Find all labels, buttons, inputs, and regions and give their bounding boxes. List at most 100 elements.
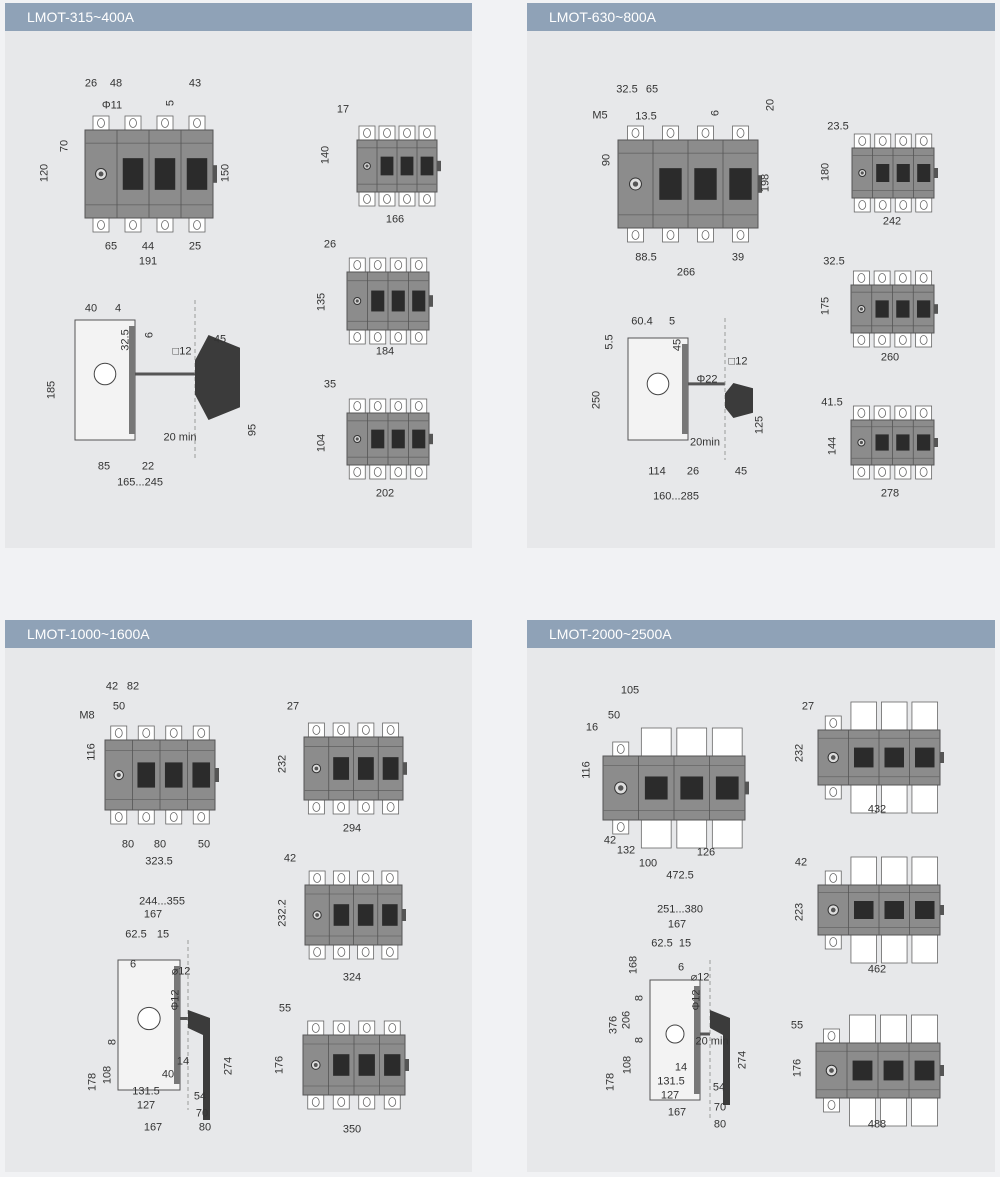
terminal-block <box>881 934 908 964</box>
terminal-block <box>911 856 938 886</box>
terminal-hole <box>878 467 887 477</box>
terminal-block <box>850 934 877 964</box>
dimension-label: 20 min <box>695 1035 729 1048</box>
switch-front-view <box>817 856 944 964</box>
dimension-label: 45 <box>734 465 748 478</box>
dimension-label: 176 <box>273 1055 286 1075</box>
terminal-hole <box>197 812 206 822</box>
terminal-hole <box>414 467 423 477</box>
dimension-label: 104 <box>315 433 328 453</box>
terminal-hole <box>919 408 928 418</box>
dimension-label: 167 <box>143 1121 163 1134</box>
side-tab <box>940 1065 944 1076</box>
dimension-label: 185 <box>45 380 58 400</box>
dimension-label: 70 <box>195 1107 209 1120</box>
dimension-label: Φ22 <box>696 373 718 386</box>
dimension-label: 232.2 <box>276 899 289 927</box>
terminal-hole <box>403 194 411 204</box>
dimension-label: 17 <box>336 103 350 116</box>
dimension-label: 167 <box>667 918 687 931</box>
dimension-label: 42 <box>603 834 617 847</box>
dimension-label: 126 <box>696 846 716 859</box>
dimension-label: 324 <box>342 971 362 984</box>
knob-center <box>830 907 836 913</box>
terminal-hole <box>736 230 745 240</box>
pole-window <box>371 429 385 449</box>
dimension-label: 42 <box>105 680 119 693</box>
dimension-label: 70 <box>713 1101 727 1114</box>
terminal-hole <box>394 332 403 342</box>
dimension-label: 40 <box>161 1068 175 1081</box>
dimension-label: 472.5 <box>666 869 694 882</box>
dimension-label: 167 <box>143 908 163 921</box>
switch-side-view <box>649 960 730 1120</box>
pole-window <box>333 904 350 926</box>
dimension-label: 82 <box>126 680 140 693</box>
switch-front-view <box>104 725 219 825</box>
knob-center <box>315 913 319 917</box>
dimension-label: 180 <box>819 162 832 182</box>
terminal-block <box>711 819 743 849</box>
dimension-label: 251...380 <box>657 903 703 916</box>
terminal-hole <box>414 260 423 270</box>
knob-center <box>355 437 359 441</box>
pole-window <box>680 776 704 800</box>
terminal-hole <box>97 118 105 128</box>
terminal-hole <box>311 1023 320 1033</box>
switch-front-view <box>302 1020 409 1110</box>
switch-front-view <box>851 133 938 213</box>
dimension-label: 244...355 <box>139 895 185 908</box>
pole-window <box>853 901 874 919</box>
terminal-hole <box>829 718 838 728</box>
side-tab <box>758 175 762 193</box>
terminal-hole <box>313 947 322 957</box>
terminal-hole <box>858 200 867 210</box>
handle-icon <box>710 1010 730 1105</box>
dimension-label: 50 <box>607 709 621 722</box>
dimension-label: 5 <box>164 99 177 107</box>
pole-window <box>122 158 144 190</box>
dimension-label: ⌀12 <box>690 971 710 984</box>
terminal-hole <box>169 728 178 738</box>
panel-title: LMOT-1000~1600A <box>5 620 472 648</box>
dimension-label: 114 <box>648 465 666 478</box>
dimension-label: 175 <box>819 296 832 316</box>
side-tab <box>403 762 407 775</box>
handle-icon <box>725 383 753 418</box>
dimension-label: Φ11 <box>101 99 123 112</box>
dimension-label: 20min <box>690 436 720 449</box>
handle-icon <box>195 335 240 420</box>
switch-front-view <box>850 270 938 348</box>
terminal-hole <box>878 335 887 345</box>
dimension-label: 376 <box>607 1015 620 1035</box>
dimension-label: 6 <box>677 961 685 974</box>
dimension-label: 140 <box>319 145 332 165</box>
terminal-hole <box>616 822 625 832</box>
dimension-label: 54 <box>193 1090 207 1103</box>
knob-center <box>314 766 319 771</box>
dimension-label: 6 <box>129 958 137 971</box>
terminal-block <box>711 727 743 757</box>
dimension-label: 150 <box>219 163 232 183</box>
pole-window <box>333 757 350 780</box>
pole-window <box>412 290 426 312</box>
terminal-hole <box>337 802 346 812</box>
terminal-hole <box>878 273 887 283</box>
dimension-label: 350 <box>342 1123 362 1136</box>
terminal-hole <box>142 812 151 822</box>
terminal-hole <box>899 136 908 146</box>
dimension-label: 62.5 <box>125 928 147 941</box>
switch-front-view <box>304 870 406 960</box>
terminal-hole <box>353 332 362 342</box>
side-tab <box>405 1059 409 1071</box>
dimension-label: 6 <box>143 331 156 339</box>
pole-window <box>916 434 931 451</box>
terminal-hole <box>898 408 907 418</box>
terminal-hole <box>353 260 362 270</box>
pole-window <box>333 1054 350 1076</box>
dimension-label: 125 <box>753 415 766 435</box>
dimension-label: ⌀12 <box>171 965 191 978</box>
dimension-label: 27 <box>801 700 815 713</box>
dimension-label: 127 <box>660 1089 680 1102</box>
terminal-hole <box>857 273 866 283</box>
